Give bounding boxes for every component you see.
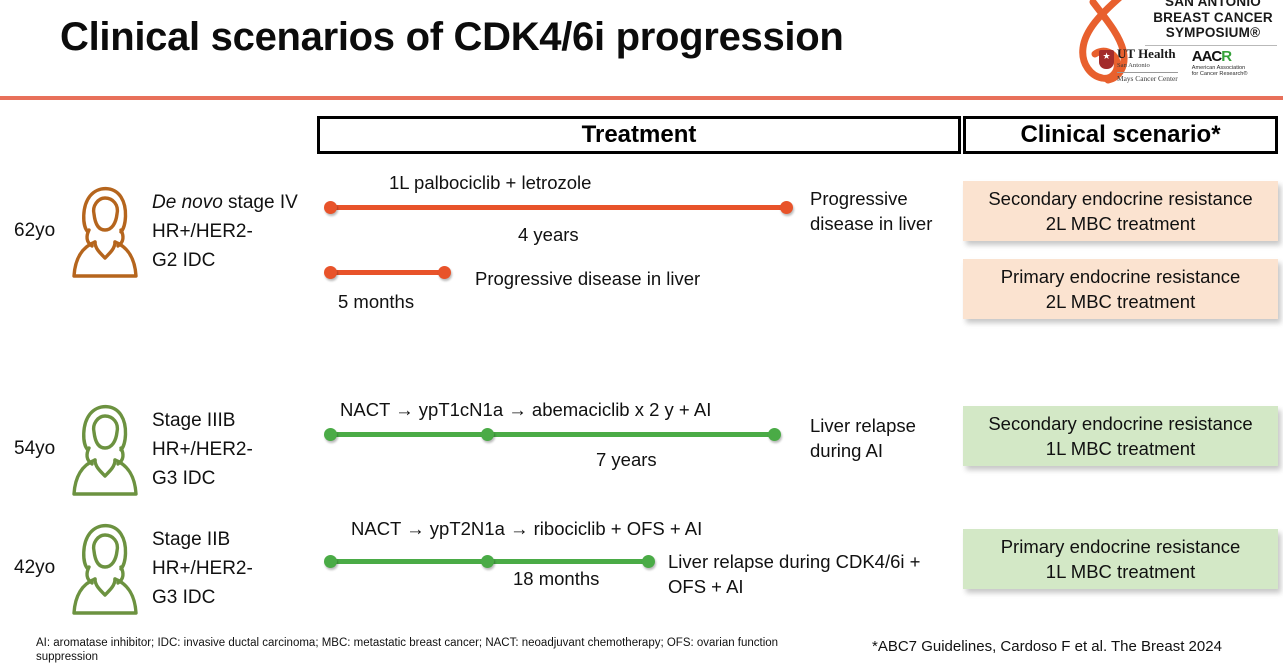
patient-row-62yo: 62yo De novo stage IV HR+/HER2- G2 IDC (14, 180, 298, 282)
timeline-2-end-dot (438, 266, 451, 279)
patient-desc-rest: stage IV (222, 191, 298, 213)
timeline-4-outcome: Liver relapse during CDK4/6i + OFS + AI (668, 549, 920, 599)
aacr-aac: AAC (1191, 48, 1222, 65)
patient-desc-line-1: De novo stage IV (152, 188, 298, 217)
timeline-4-outcome-line-2: OFS + AI (668, 576, 744, 597)
ut-city-label: San Antonio (1117, 61, 1150, 69)
timeline-4-duration: 18 months (513, 568, 600, 589)
page-title: Clinical scenarios of CDK4/6i progressio… (60, 15, 844, 59)
aacr-logo: AACR American Association for Cancer Res… (1192, 49, 1248, 78)
timeline-3-outcome: Liver relapse during AI (810, 413, 916, 463)
scenario-box-3: Secondary endocrine resistance 1L MBC tr… (963, 406, 1278, 466)
timeline-2-outcome: Progressive disease in liver (475, 266, 700, 291)
scenario-box-1: Secondary endocrine resistance 2L MBC tr… (963, 181, 1278, 241)
scenario-4-line-1: Primary endocrine resistance (1000, 536, 1241, 557)
logo-line-2: BREAST CANCER (1153, 9, 1273, 25)
scenario-3-line-1: Secondary endocrine resistance (988, 413, 1253, 434)
column-header-clinical-scenario: Clinical scenario* (963, 116, 1278, 154)
scenario-4-line-2: 1L MBC treatment (1045, 561, 1196, 582)
patient-age-label: 42yo (14, 557, 56, 578)
aacr-sub-line-1: American Association (1191, 65, 1246, 71)
patient-age-label: 54yo (14, 438, 56, 459)
timeline-1-outcome-line-1: Progressive (810, 188, 908, 209)
timeline-2-bar (330, 270, 444, 275)
patient-desc-italic: De novo (152, 191, 223, 213)
scenario-2-line-1: Primary endocrine resistance (1000, 266, 1241, 287)
aacr-sub-line-2: for Cancer Research® (1191, 71, 1248, 78)
logo-partners: UT Health San Antonio Mays Cancer Center… (1099, 46, 1279, 89)
person-icon (72, 186, 138, 278)
timeline-3-bar (330, 432, 774, 437)
sabcs-logo: SAN ANTONIO BREAST CANCER SYMPOSIUM® UT … (1035, 0, 1277, 92)
timeline-1-duration: 4 years (518, 224, 579, 245)
column-header-treatment: Treatment (317, 116, 961, 154)
logo-wordmark: SAN ANTONIO BREAST CANCER SYMPOSIUM® (1143, 0, 1283, 41)
timeline-4-mid-dot (481, 555, 494, 568)
timeline-4-end-dot (642, 555, 655, 568)
timeline-2-start-dot (324, 266, 337, 279)
patient-row-42yo: 42yo Stage IIB HR+/HER2- G3 IDC (14, 517, 253, 619)
patient-desc-rest: Stage IIIB (152, 409, 236, 431)
patient-desc-line-3: G3 IDC (152, 467, 216, 489)
accent-divider (0, 96, 1283, 100)
patient-age-label: 62yo (14, 220, 56, 241)
patient-description: Stage IIIB HR+/HER2- G3 IDC (152, 406, 253, 493)
patient-desc-line-3: G3 IDC (152, 586, 216, 608)
footnote-abbreviations: AI: aromatase inhibitor; IDC: invasive d… (36, 637, 779, 663)
logo-divider (1145, 45, 1277, 46)
patient-desc-line-1: Stage IIB (152, 525, 253, 554)
patient-desc-line-1: Stage IIIB (152, 406, 253, 435)
timeline-3-end-dot (768, 428, 781, 441)
timeline-1-bar (330, 205, 786, 210)
logo-line-3: SYMPOSIUM® (1165, 25, 1261, 40)
scenario-1-line-2: 2L MBC treatment (1045, 213, 1196, 234)
timeline-3-start-dot (324, 428, 337, 441)
patient-desc-rest: Stage IIB (152, 528, 231, 550)
patient-desc-line-2: HR+/HER2- (152, 557, 253, 579)
patient-row-54yo: 54yo Stage IIIB HR+/HER2- G3 IDC (14, 398, 253, 500)
aacr-r: R (1221, 48, 1232, 65)
patient-desc-line-2: HR+/HER2- (152, 438, 253, 460)
timeline-1-start-dot (324, 201, 337, 214)
timeline-4-start-dot (324, 555, 337, 568)
timeline-3-treatment-label: NACT → ypT1cN1a → abemaciclib x 2 y + AI (340, 399, 712, 420)
scenario-1-line-1: Secondary endocrine resistance (988, 188, 1253, 209)
person-icon (72, 404, 138, 496)
timeline-1-end-dot (780, 201, 793, 214)
scenario-2-line-2: 2L MBC treatment (1045, 291, 1196, 312)
patient-description: Stage IIB HR+/HER2- G3 IDC (152, 525, 253, 612)
scenario-box-2: Primary endocrine resistance 2L MBC trea… (963, 259, 1278, 319)
patient-desc-line-2: HR+/HER2- (152, 220, 253, 242)
logo-line-1: SAN ANTONIO (1165, 0, 1261, 9)
patient-description: De novo stage IV HR+/HER2- G2 IDC (152, 188, 298, 275)
timeline-2-duration: 5 months (338, 291, 415, 312)
timeline-1-outcome-line-2: disease in liver (810, 213, 933, 234)
timeline-3-outcome-line-2: during AI (810, 440, 884, 461)
shield-icon (1099, 50, 1114, 69)
timeline-1-treatment-label: 1L palbociclib + letrozole (389, 172, 592, 193)
ut-health-logo: UT Health San Antonio Mays Cancer Center (1099, 46, 1178, 85)
patient-desc-line-3: G2 IDC (152, 249, 216, 271)
timeline-2-outcome-line-1: Progressive disease in liver (475, 268, 701, 289)
person-icon (72, 523, 138, 615)
footnote-reference: *ABC7 Guidelines, Cardoso F et al. The B… (872, 638, 1222, 655)
scenario-box-4: Primary endocrine resistance 1L MBC trea… (963, 529, 1278, 589)
timeline-3-mid-dot (481, 428, 494, 441)
timeline-1-outcome: Progressive disease in liver (810, 186, 932, 236)
timeline-4-outcome-line-1: Liver relapse during CDK4/6i + (668, 551, 921, 572)
timeline-3-duration: 7 years (596, 449, 657, 470)
scenario-3-line-2: 1L MBC treatment (1045, 438, 1196, 459)
ut-health-label: UT Health (1117, 46, 1176, 61)
timeline-3-outcome-line-1: Liver relapse (810, 415, 916, 436)
ut-center-label: Mays Cancer Center (1117, 72, 1178, 83)
timeline-4-treatment-label: NACT → ypT2N1a → ribociclib + OFS + AI (351, 518, 703, 539)
